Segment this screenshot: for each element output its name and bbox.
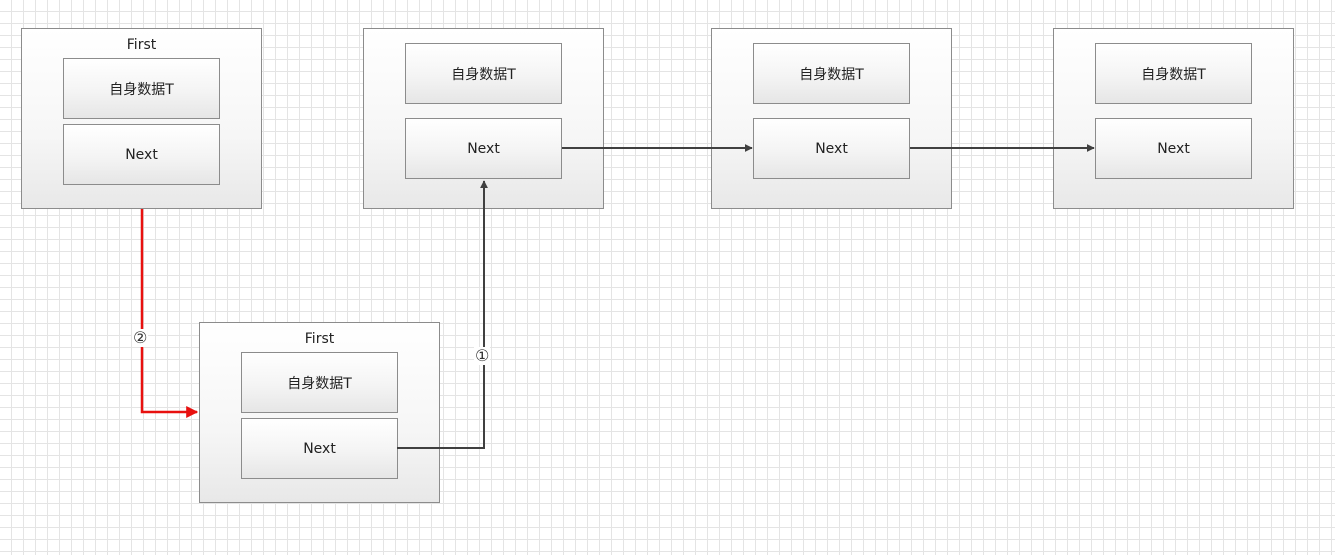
next-cell: Next — [63, 124, 220, 185]
next-cell: Next — [753, 118, 910, 179]
node-first-new: First 自身数据T Next — [199, 322, 440, 503]
node-title: First — [304, 331, 335, 347]
next-cell: Next — [1095, 118, 1252, 179]
data-cell: 自身数据T — [63, 58, 220, 119]
node-title: First — [126, 37, 157, 53]
next-cell: Next — [405, 118, 562, 179]
next-cell: Next — [241, 418, 398, 479]
data-cell: 自身数据T — [405, 43, 562, 104]
node-1: 自身数据T Next — [363, 28, 604, 209]
node-2: 自身数据T Next — [711, 28, 952, 209]
step2-marker: ② — [132, 328, 149, 347]
data-cell: 自身数据T — [1095, 43, 1252, 104]
data-cell: 自身数据T — [241, 352, 398, 413]
step1-marker: ① — [474, 346, 491, 365]
link-step2 — [140, 209, 199, 418]
node-first-original: First 自身数据T Next — [21, 28, 262, 209]
node-3: 自身数据T Next — [1053, 28, 1294, 209]
data-cell: 自身数据T — [753, 43, 910, 104]
